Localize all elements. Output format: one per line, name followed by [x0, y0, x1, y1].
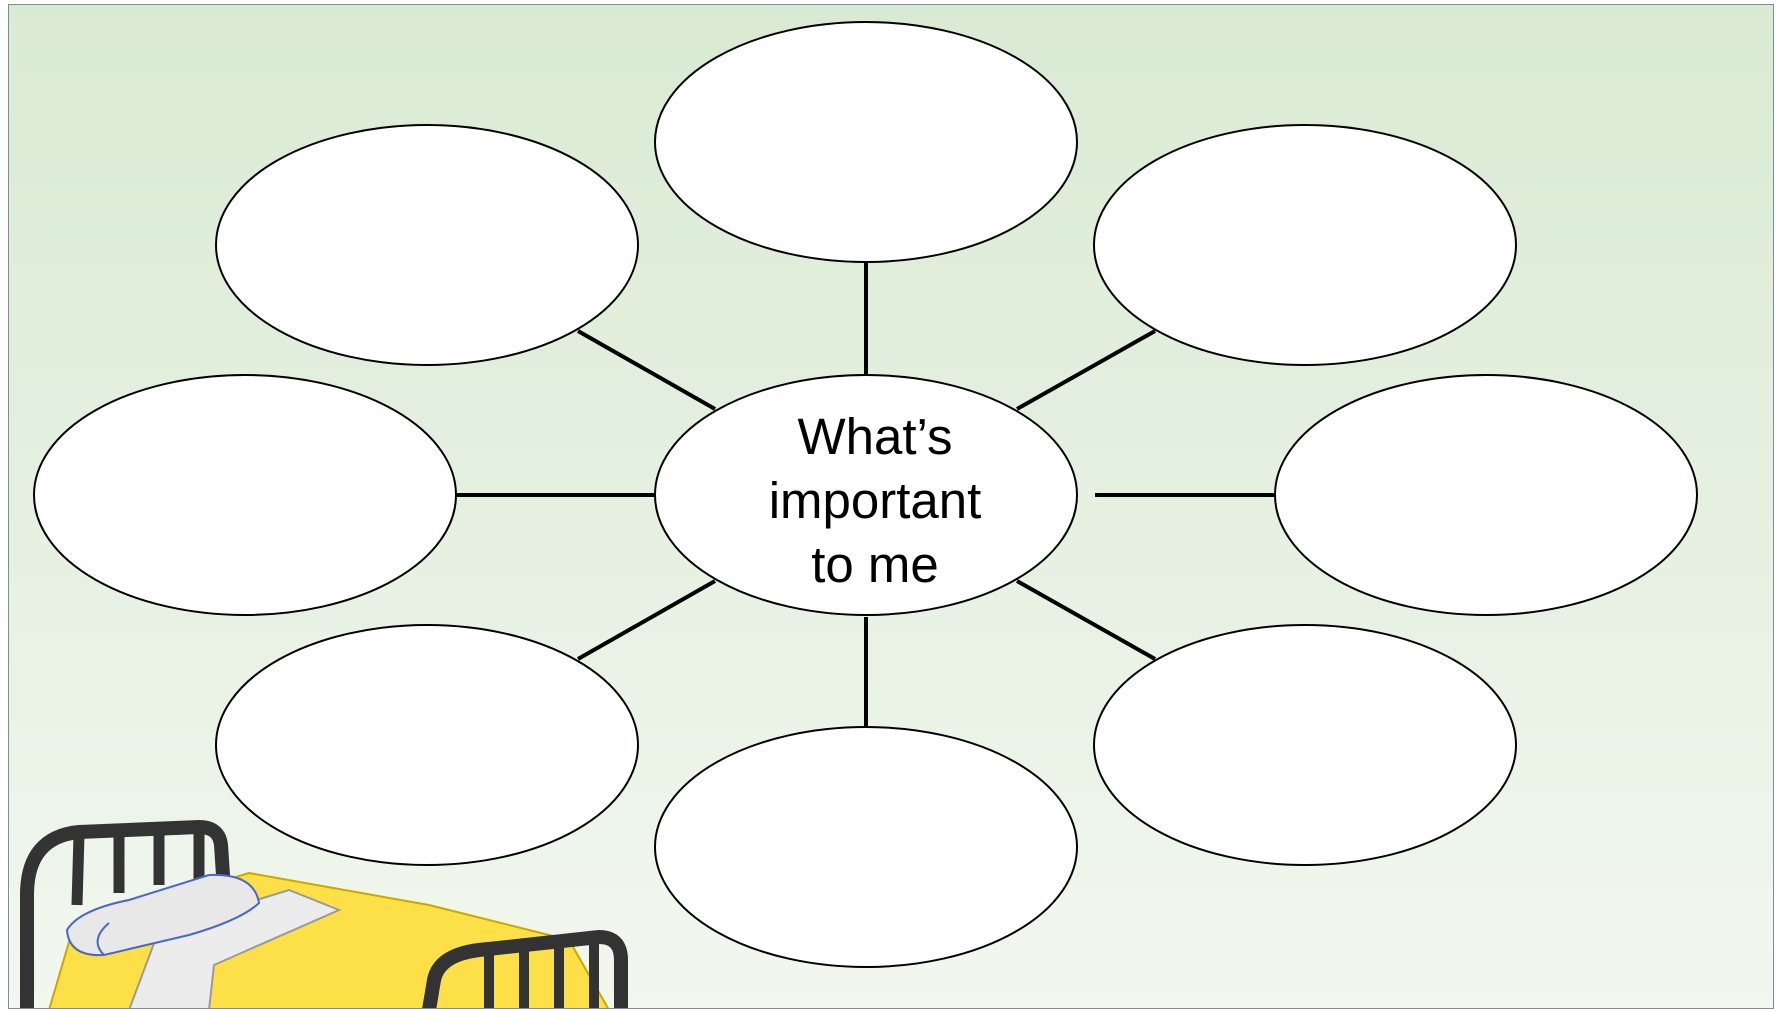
worksheet-slide: What’s important to me	[8, 4, 1774, 1009]
bubble-right[interactable]	[1274, 374, 1698, 616]
bubble-top-left[interactable]	[215, 124, 639, 366]
connector-bottom-left	[577, 579, 716, 661]
connector-top-right	[1016, 329, 1156, 411]
bubble-bottom[interactable]	[654, 726, 1078, 968]
connector-bottom-right	[1016, 579, 1156, 661]
center-bubble	[654, 374, 1078, 616]
bubble-top-right[interactable]	[1093, 124, 1517, 366]
bubble-bottom-left[interactable]	[215, 624, 639, 866]
bed-illustration	[20, 820, 628, 1008]
connector-top-left	[577, 329, 716, 411]
bubble-bottom-right[interactable]	[1093, 624, 1517, 866]
bubble-top[interactable]	[654, 21, 1078, 263]
bubble-left[interactable]	[33, 374, 457, 616]
mind-map-diagram	[9, 5, 1773, 1008]
connectors	[455, 260, 1276, 730]
